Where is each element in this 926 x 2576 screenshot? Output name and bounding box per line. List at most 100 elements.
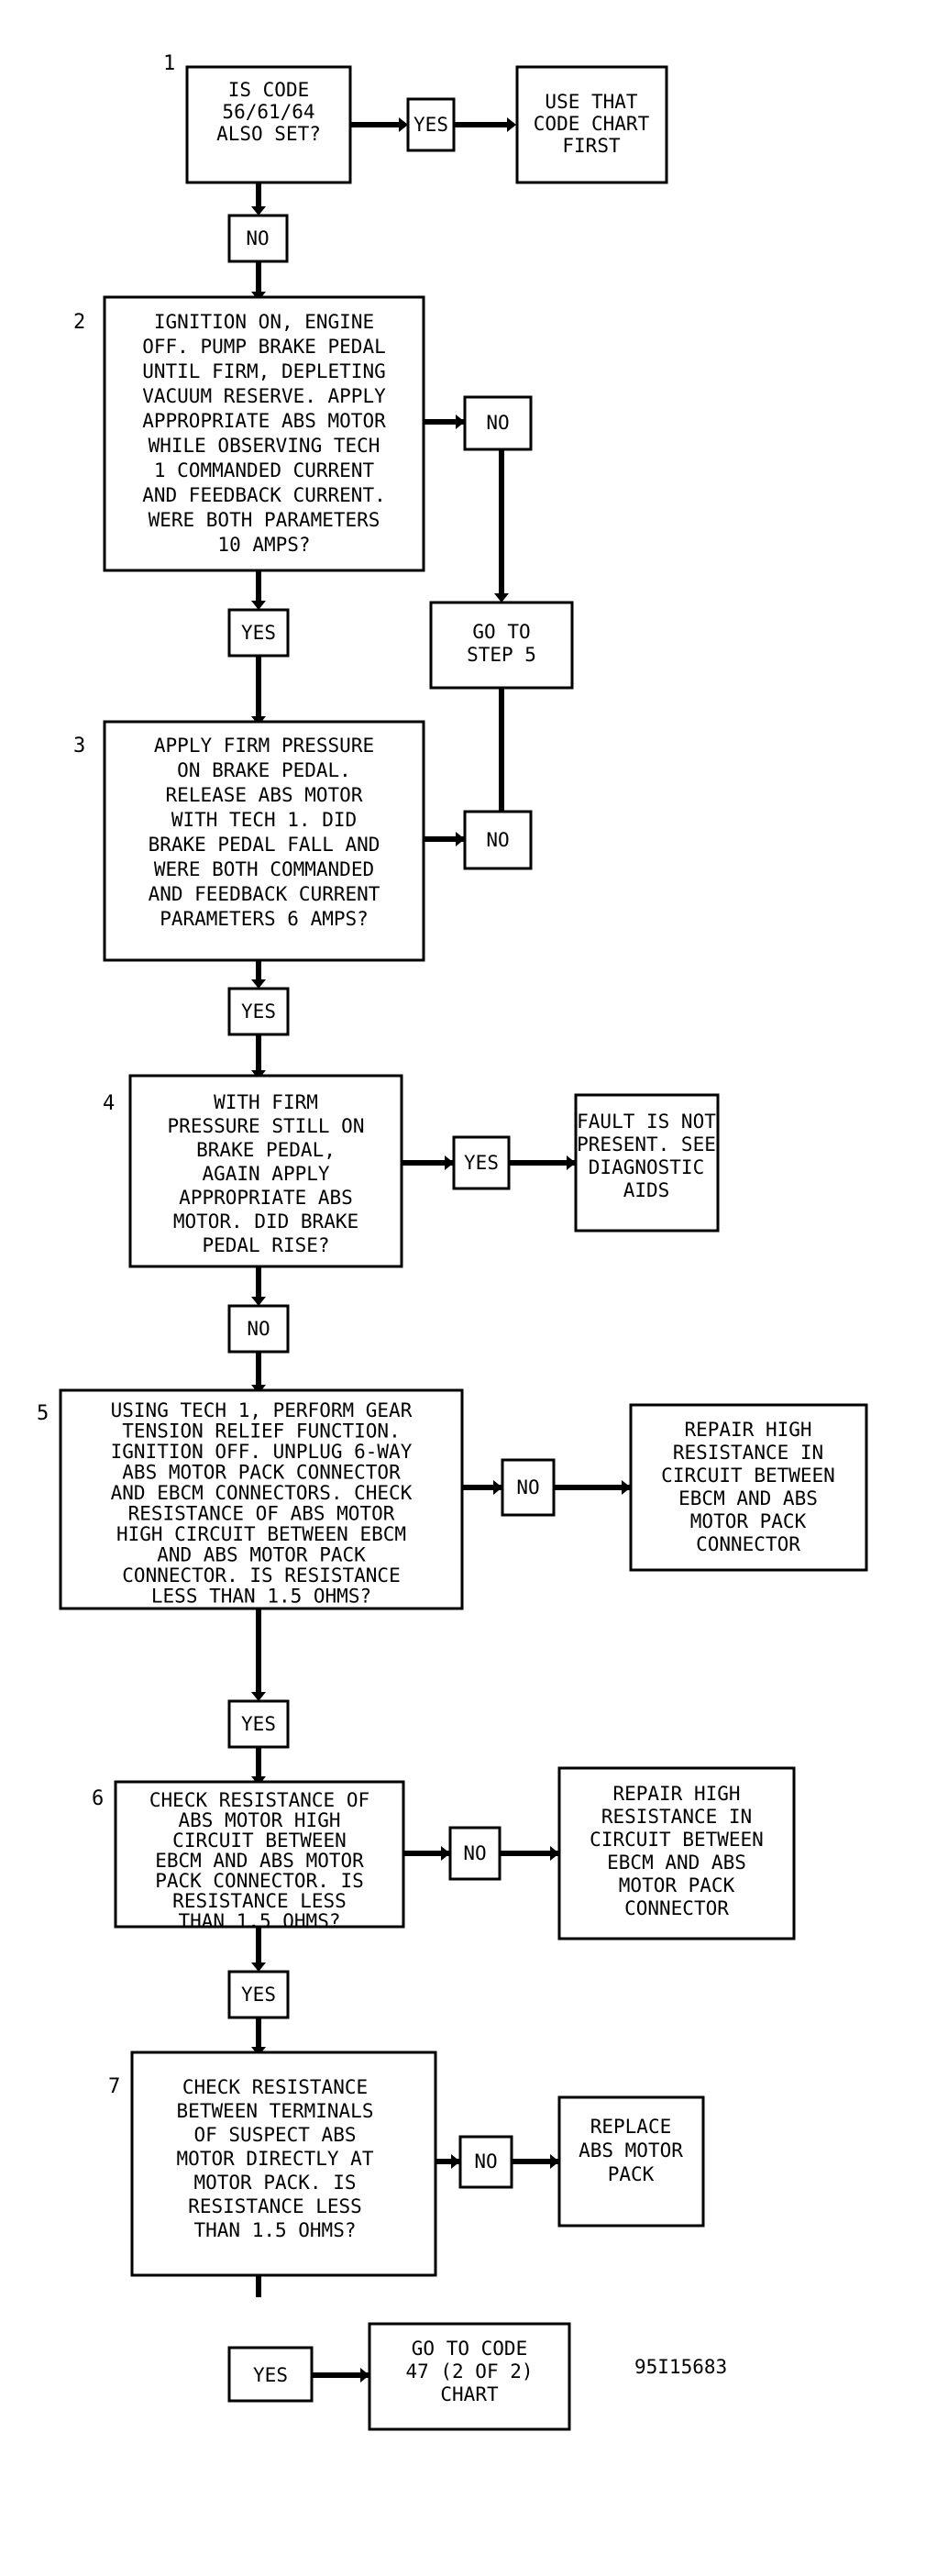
step-2-text: IGNITION ON, ENGINE OFF. PUMP BRAKE PEDAL… — [142, 311, 386, 556]
step-1-text-line: IS CODE — [228, 79, 310, 101]
step-5-text-line: USING TECH 1, PERFORM GEAR — [111, 1399, 413, 1421]
step-5-text-line: HIGH CIRCUIT BETWEEN EBCM — [116, 1523, 406, 1545]
step-2-text-line: OFF. PUMP BRAKE PEDAL — [142, 336, 386, 358]
step-4-text-line: MOTOR. DID BRAKE — [173, 1211, 358, 1233]
step-number-6: 6 — [92, 1787, 104, 1810]
s1-no-box — [227, 214, 289, 263]
s3-no-label: NO — [486, 829, 509, 851]
s4-yes-box — [452, 1135, 511, 1190]
step-3-text-line: RELEASE ABS MOTOR — [166, 784, 363, 806]
repair-step5-box — [629, 1403, 868, 1572]
step-7-text-line: THAN 1.5 OHMS? — [193, 2219, 356, 2241]
go-to-code-47-text-line: CHART — [440, 2383, 499, 2405]
step-3-box — [103, 720, 425, 962]
repair-step5-text-line: RESISTANCE IN — [673, 1442, 823, 1464]
s3-yes-box — [227, 987, 290, 1036]
step-3-text-line: WERE BOTH COMMANDED — [154, 858, 374, 880]
arrow-to-repair5 — [622, 1480, 631, 1495]
step-6-text-line: RESISTANCE LESS — [172, 1890, 347, 1912]
step-number-3: 3 — [73, 735, 85, 757]
step-3-text-line: APPLY FIRM PRESSURE — [154, 735, 374, 757]
s1-yes-box — [406, 97, 456, 152]
step-2-text-line: WHILE OBSERVING TECH — [149, 435, 380, 457]
step-5-text-line: CONNECTOR. IS RESISTANCE — [122, 1564, 400, 1587]
s6-no-label: NO — [463, 1842, 486, 1864]
repair-step6-text-line: CIRCUIT BETWEEN — [590, 1829, 764, 1851]
arrow-to-no1 — [251, 206, 266, 216]
s3-no-box — [463, 810, 533, 870]
step-6-text-line: CIRCUIT BETWEEN — [172, 1830, 347, 1852]
fault-not-present-text-line: PRESENT. SEE — [577, 1133, 716, 1155]
step-4-box — [128, 1074, 403, 1268]
arrow-to-code47 — [360, 2368, 369, 2383]
arrow-to-yes5 — [251, 1692, 266, 1701]
step-6-text-line: EBCM AND ABS MOTOR — [155, 1850, 364, 1872]
arrow-to-no5 — [493, 1480, 502, 1495]
repair-step5-text-line: CIRCUIT BETWEEN — [661, 1465, 835, 1487]
s2-yes-box — [227, 608, 290, 658]
step-3-text-line: WITH TECH 1. DID — [171, 809, 357, 831]
step-numbers: 1 2 3 4 5 6 7 — [37, 52, 175, 2098]
use-code-chart-text-line: CODE CHART — [534, 113, 650, 135]
s7-no-box — [458, 2135, 513, 2189]
step-1-box — [185, 65, 352, 184]
step-1-text-line: 56/61/64 — [222, 101, 314, 123]
repair-step6-text-line: REPAIR HIGH — [612, 1783, 740, 1805]
step-5-text-line: RESISTANCE OF ABS MOTOR — [128, 1503, 395, 1525]
s1-yes-label: YES — [413, 114, 448, 136]
s5-yes-box — [227, 1699, 290, 1749]
step-5-text-line: AND ABS MOTOR PACK — [157, 1544, 366, 1566]
replace-motor-pack-box — [557, 2095, 705, 2228]
s6-yes-box — [227, 1970, 290, 2019]
step-4-text-line: WITH FIRM — [214, 1091, 318, 1113]
arrow-to-no6 — [441, 1846, 450, 1861]
repair-step6-text-line: CONNECTOR — [624, 1897, 729, 1919]
repair-step6-box — [557, 1766, 796, 1940]
fault-not-present-text-line: DIAGNOSTIC — [589, 1156, 704, 1178]
replace-motor-pack-text-line: PACK — [608, 2163, 655, 2185]
s7-yes-label: YES — [253, 2364, 288, 2386]
replace-motor-pack-text-line: ABS MOTOR — [579, 2139, 683, 2161]
s6-no-box — [448, 1826, 502, 1881]
arrow-to-repair6 — [550, 1846, 559, 1861]
step-2-text-line: AND FEEDBACK CURRENT. — [142, 484, 386, 506]
arrow-to-chart1 — [507, 117, 516, 132]
step-5-box — [59, 1388, 464, 1610]
step-2-text-line: UNTIL FIRM, DEPLETING — [142, 360, 386, 382]
arrow-to-goto5-down — [494, 593, 509, 603]
arrow-to-no4 — [251, 1297, 266, 1306]
step-7-text-line: CHECK RESISTANCE — [182, 2076, 368, 2098]
s6-yes-label: YES — [241, 1984, 276, 2006]
step-5-text-line: ABS MOTOR PACK CONNECTOR — [122, 1462, 401, 1484]
step-2-text-line: IGNITION ON, ENGINE — [154, 311, 374, 333]
step-6-text-line: PACK CONNECTOR. IS — [155, 1870, 364, 1892]
step-5-text-line: TENSION RELIEF FUNCTION. — [122, 1421, 400, 1443]
arrow-to-yes3 — [251, 979, 266, 989]
step-2-box — [103, 295, 425, 572]
step-7-text-line: BETWEEN TERMINALS — [177, 2100, 374, 2122]
go-to-code-47-text-line: 47 (2 OF 2) — [405, 2360, 533, 2383]
go-to-step-5-box — [429, 601, 574, 690]
step-7-text-line: MOTOR DIRECTLY AT — [177, 2148, 374, 2170]
step-6-box — [114, 1780, 405, 1929]
step-3-text-line: ON BRAKE PEDAL. — [177, 759, 351, 781]
step-2-text-line: WERE BOTH PARAMETERS — [149, 509, 380, 531]
step-5-text-line: LESS THAN 1.5 OHMS? — [151, 1586, 371, 1608]
step-number-5: 5 — [37, 1402, 49, 1425]
repair-step5-text-line: REPAIR HIGH — [684, 1419, 811, 1441]
repair-step5-text-line: MOTOR PACK — [690, 1510, 807, 1532]
go-to-code-47-box — [368, 2322, 571, 2431]
s4-yes-label: YES — [464, 1152, 499, 1174]
arrow-to-replace — [550, 2154, 559, 2169]
step-number-4: 4 — [103, 1092, 115, 1115]
s4-no-box — [227, 1304, 290, 1354]
